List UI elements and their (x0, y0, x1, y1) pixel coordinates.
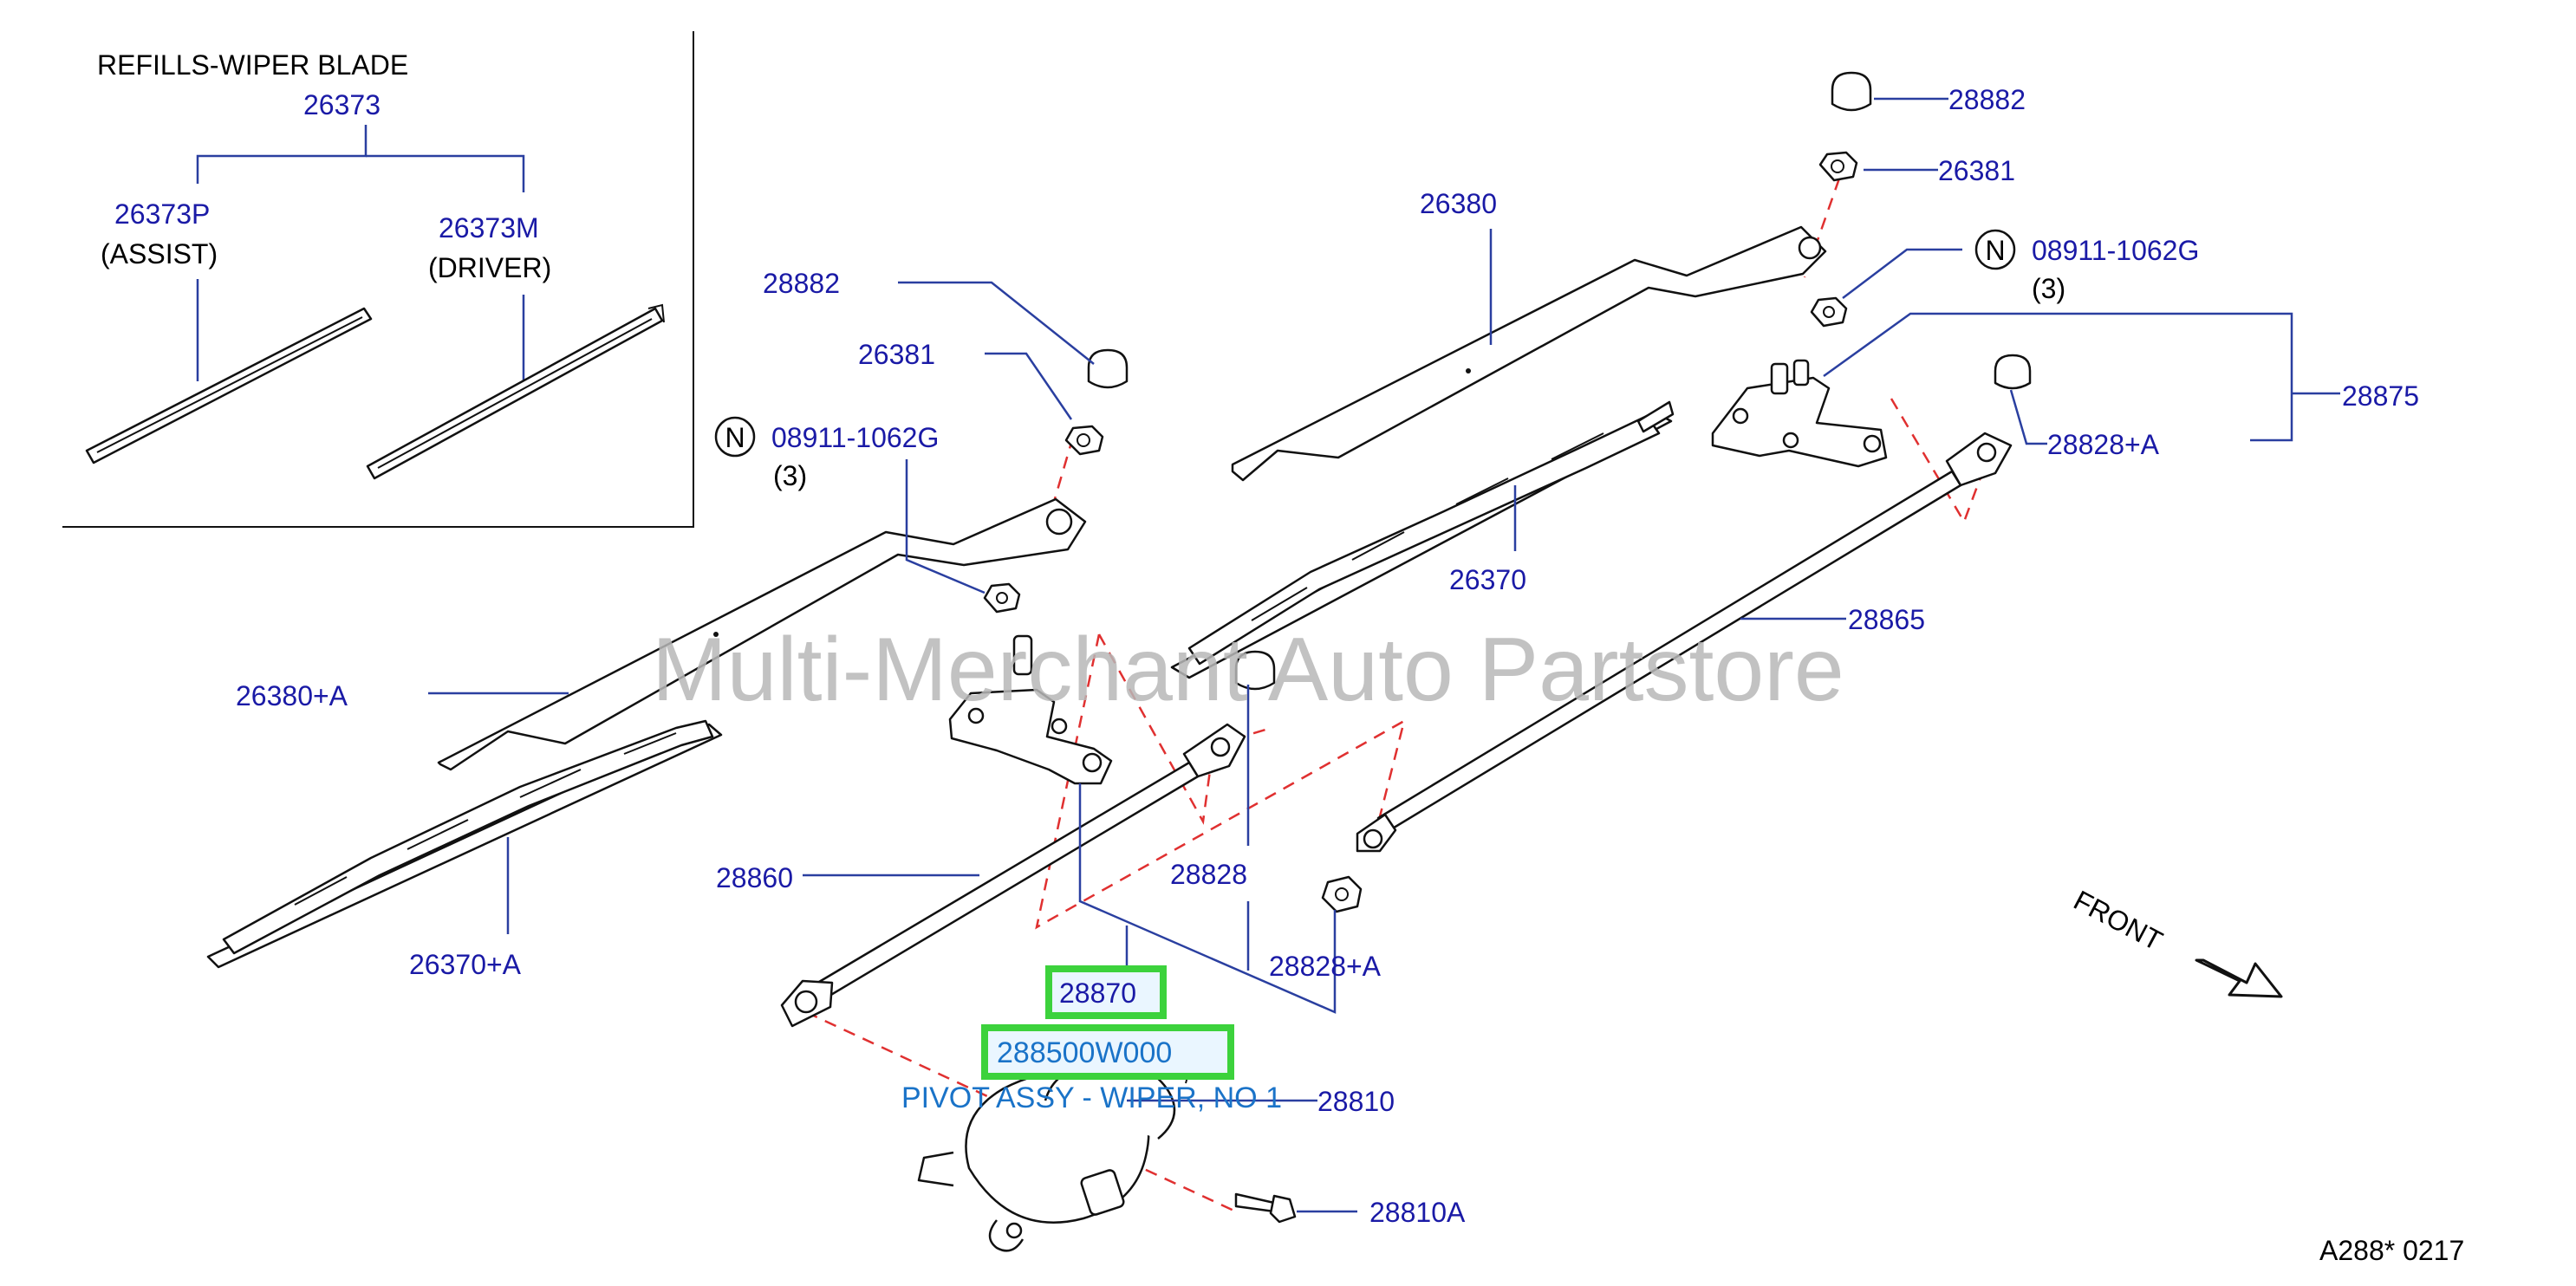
refill-bracket-left (196, 125, 368, 184)
cap-28882-left[interactable] (1087, 348, 1129, 389)
wiper-blade-right[interactable] (1170, 400, 1675, 679)
nut-26381-left[interactable] (1064, 425, 1104, 456)
refill-strip-assist[interactable] (85, 307, 373, 464)
refill-assist-part[interactable]: 26373P (114, 198, 210, 230)
wiper-arm-right[interactable] (1231, 225, 1827, 482)
label-28810A[interactable]: 28810A (1369, 1197, 1466, 1228)
label-26370A[interactable]: 26370+A (409, 949, 522, 980)
label-28865[interactable]: 28865 (1848, 604, 1925, 635)
label-26380[interactable]: 26380 (1420, 188, 1497, 219)
wiper-motor[interactable] (917, 1041, 1188, 1252)
leader-lines (428, 97, 2340, 1213)
leader-28828A-center (1078, 783, 1337, 1014)
refill-driver-part[interactable]: 26373M (439, 212, 539, 244)
label-28828A-right[interactable]: 28828+A (2047, 429, 2160, 460)
cap-28828A-right[interactable] (1994, 354, 2032, 390)
label-08911-left[interactable]: 08911-1062G (771, 422, 939, 453)
label-28870[interactable]: 28870 (1059, 977, 1136, 1009)
refill-part-label[interactable]: 26373 (303, 89, 381, 120)
highlighted-callouts: 28870 288500W000 PIVOT ASSY - WIPER, NO … (901, 965, 1282, 1114)
refill-bracket-right (366, 154, 525, 192)
refill-assist-note: (ASSIST) (101, 238, 218, 270)
refill-driver-note: (DRIVER) (428, 252, 551, 283)
wiper-blade-left[interactable] (206, 719, 723, 969)
label-26381-right[interactable]: 26381 (1938, 155, 2015, 186)
qty-left: (3) (773, 460, 807, 491)
front-label: FRONT (2069, 884, 2168, 957)
cap-28882-right[interactable] (1831, 71, 1872, 112)
pivot-assy-right[interactable] (1711, 359, 1888, 468)
diagram-code: A288* 0217 (2319, 1235, 2464, 1266)
refill-strip-driver[interactable] (366, 303, 665, 480)
leader-08911-left (905, 459, 986, 594)
link-rod-short[interactable] (780, 723, 1246, 1028)
nut-26381-right[interactable] (1818, 151, 1858, 182)
part-labels: 28882 26381 26380 N 08911-1062G (3) 2887… (236, 84, 2419, 1228)
n-symbol-circle-right (1974, 229, 2016, 270)
highlight-part-number[interactable]: 288500W000 (997, 1036, 1172, 1069)
label-26370[interactable]: 26370 (1449, 564, 1526, 595)
leader-26381-left (985, 352, 1073, 420)
inset-frame (62, 31, 694, 528)
leader-28875 (1823, 312, 2293, 442)
leader-28882-left (898, 281, 1095, 365)
highlight-description: PIVOT ASSY - WIPER, NO 1 (901, 1081, 1282, 1114)
qty-right: (3) (2032, 273, 2065, 304)
n-symbol-right: N (1985, 235, 2005, 266)
wiper-arm-left[interactable] (437, 497, 1087, 771)
label-26381-left[interactable]: 26381 (858, 339, 935, 370)
cap-28828A-center[interactable] (1321, 875, 1363, 913)
label-28882-left[interactable]: 28882 (763, 268, 840, 299)
highlight-box-28870 (1045, 965, 1167, 1019)
label-28882-right[interactable]: 28882 (1948, 84, 2026, 115)
bolt-28810A[interactable] (1234, 1192, 1297, 1224)
label-28828[interactable]: 28828 (1170, 859, 1247, 890)
label-08911-right[interactable]: 08911-1062G (2032, 235, 2199, 266)
label-28810[interactable]: 28810 (1317, 1086, 1395, 1117)
label-28860[interactable]: 28860 (716, 862, 793, 893)
leader-28828A-right (2009, 389, 2047, 445)
n-symbol-circle-left (714, 416, 756, 458)
n-symbol-left: N (725, 422, 745, 453)
leader-08911-right (1842, 248, 1962, 299)
nut-08911-left[interactable] (983, 582, 1021, 614)
highlight-box-part-number (981, 1024, 1234, 1080)
front-indicator: FRONT (2069, 884, 2283, 998)
refills-inset: REFILLS-WIPER BLADE 26373 26373P (ASSIST… (62, 31, 694, 528)
label-28828A-center[interactable]: 28828+A (1269, 951, 1382, 982)
watermark: Multi-Merchant Auto Partstore (652, 620, 1844, 720)
label-28875[interactable]: 28875 (2342, 380, 2419, 412)
link-rod-long[interactable] (1356, 432, 2013, 853)
cap-28828-center[interactable] (1234, 650, 1276, 691)
label-26380A[interactable]: 26380+A (236, 680, 348, 711)
pivot-assy-left[interactable] (948, 634, 1113, 785)
refills-title: REFILLS-WIPER BLADE (97, 49, 408, 81)
nut-08911-right[interactable] (1810, 296, 1848, 328)
front-arrow-icon (2195, 958, 2283, 998)
